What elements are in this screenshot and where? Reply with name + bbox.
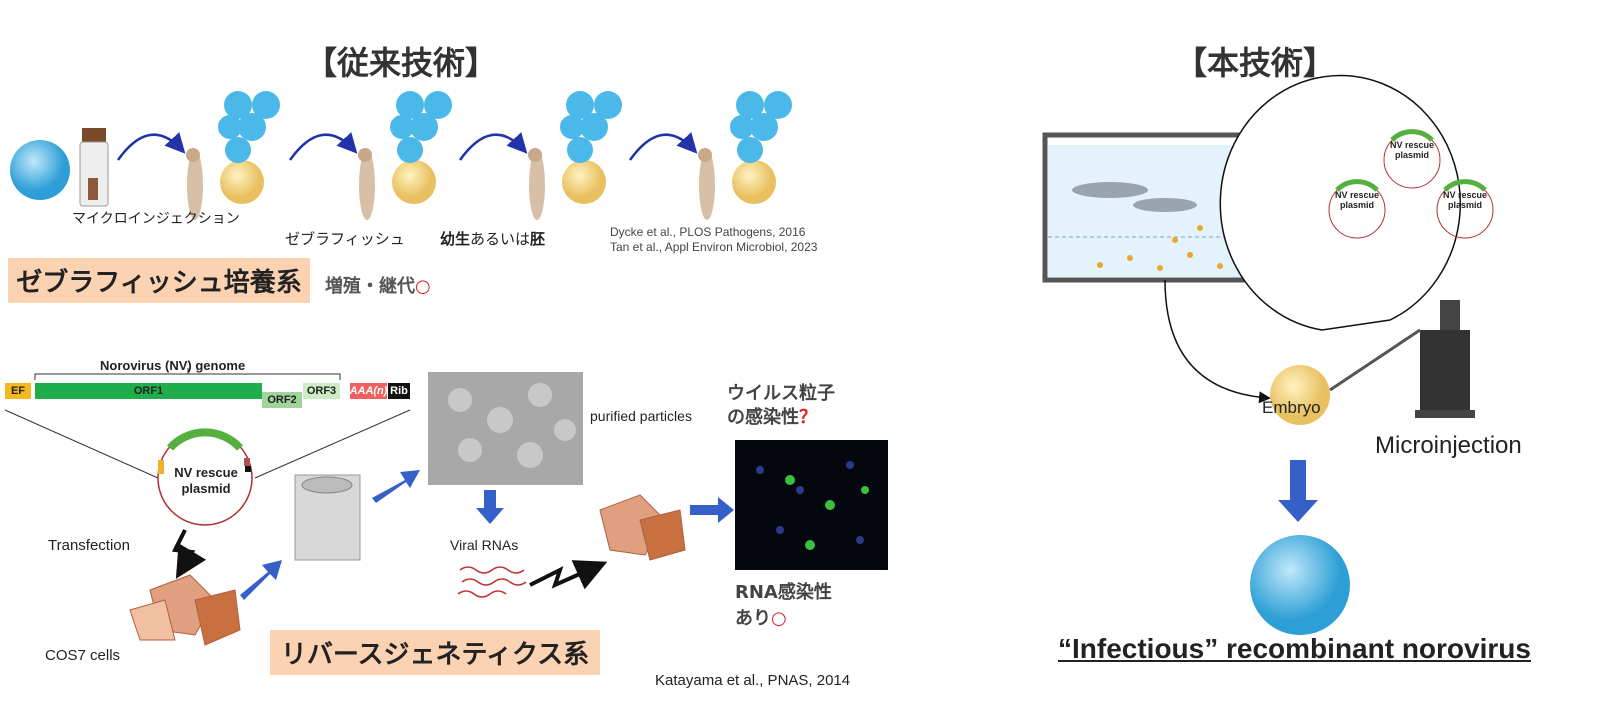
larva-label: 幼生あるいは胚 xyxy=(440,230,546,248)
rna-infectivity-result: RNA感染性あり○ xyxy=(735,582,832,629)
genome-orf3: ORF3 xyxy=(303,383,340,399)
zebrafish-icon xyxy=(1072,182,1197,212)
transfection-label: Transfection xyxy=(48,537,130,554)
zebrafish-passage-sequence xyxy=(116,91,792,220)
microinjection-label: マイクロインジェクション xyxy=(72,211,240,227)
katayama-citation: Katayama et al., PNAS, 2014 xyxy=(655,672,851,689)
norovirus-particle-icon xyxy=(10,140,70,200)
genome-orf2: ORF2 xyxy=(262,392,302,408)
microinjection-label-right: Microinjection xyxy=(1375,432,1522,459)
cos7-cells-icon xyxy=(129,574,241,646)
cells-icon xyxy=(599,494,686,561)
genome-ef: EF xyxy=(5,383,31,399)
purified-particles-label: purified particles xyxy=(590,408,692,424)
particle-infectivity-question: ウイルス粒子の感染性？ xyxy=(727,383,835,428)
reverse-genetics-box: リバースジェネティクス系 xyxy=(270,630,600,675)
vial-icon xyxy=(79,128,109,207)
viral-rnas-label: Viral RNAs xyxy=(450,537,519,553)
microinjector-icon xyxy=(1329,300,1475,418)
centrifuge-icon xyxy=(294,474,361,561)
recombinant-norovirus-icon xyxy=(1250,535,1350,635)
speech-bubble xyxy=(1219,74,1462,331)
nv-rescue-plasmid-icon xyxy=(157,428,253,526)
viral-rna-icon xyxy=(457,566,527,598)
genome-rib: Rib xyxy=(388,383,410,399)
infectious-norovirus-label: “Infectious” recombinant norovirus xyxy=(1058,633,1531,664)
section-title-conventional: 【従来技術】 xyxy=(305,44,498,82)
blue-arrows xyxy=(240,460,1318,600)
genome-orf1: ORF1 xyxy=(35,383,262,399)
embryo-label: Embryo xyxy=(1262,398,1321,417)
zebrafish-system-box: ゼブラフィッシュ培養系 xyxy=(8,258,310,303)
zebrafish-result: 増殖・継代○ xyxy=(325,276,431,297)
embryo-icon xyxy=(1270,365,1330,425)
genome-title: Norovirus (NV) genome xyxy=(100,358,246,373)
section-title-this-technology: 【本技術】 xyxy=(1175,44,1336,82)
zebrafish-label: ゼブラフィッシュ xyxy=(285,230,405,248)
fluorescence-image xyxy=(735,440,888,570)
cos7-label: COS7 cells xyxy=(45,647,121,664)
genome-polya: AAA(n) xyxy=(349,383,388,399)
